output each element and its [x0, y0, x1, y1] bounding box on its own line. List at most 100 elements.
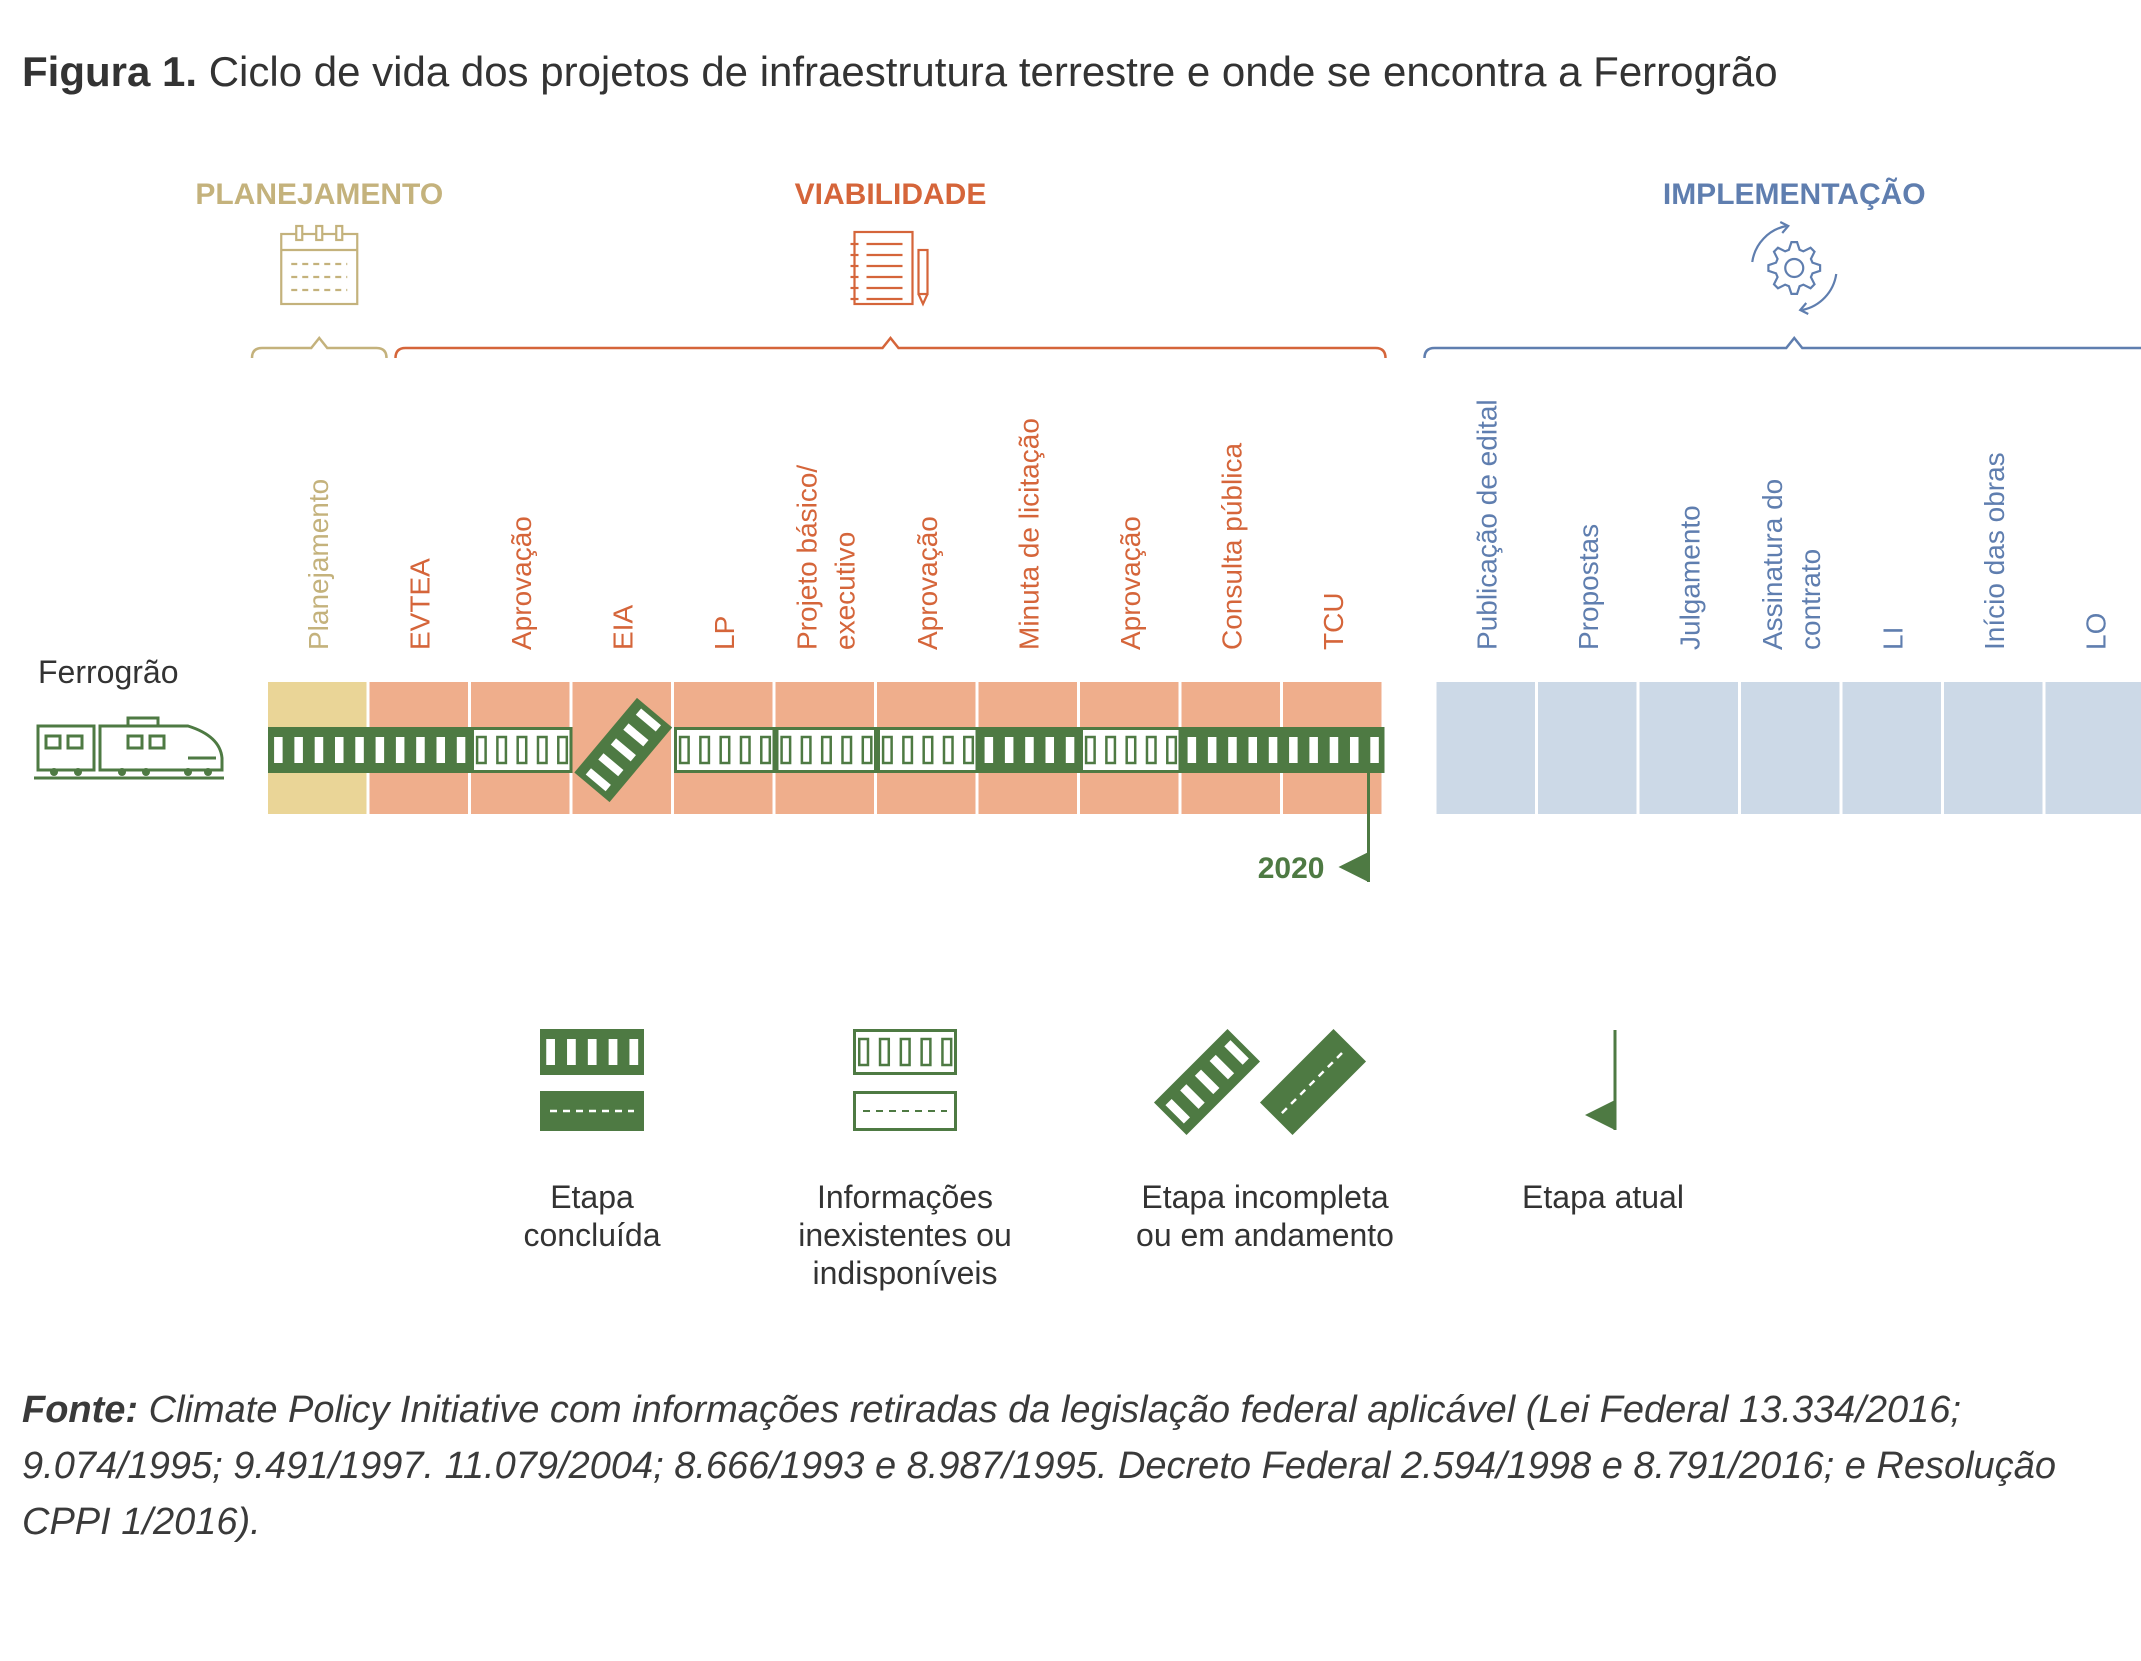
rail-tie	[635, 708, 662, 732]
source-note: Fonte: Climate Policy Initiative com inf…	[22, 1382, 2112, 1550]
rail-tie	[780, 735, 792, 765]
current-stage-marker: 2020	[1258, 727, 1370, 885]
legend-label: Etapa	[550, 1179, 634, 1215]
legend-item-atual: Etapa atual	[1522, 1030, 1684, 1215]
rail-tie	[629, 1039, 639, 1065]
gear-outline	[1767, 241, 1822, 295]
stage-label: Aprovação	[912, 516, 943, 650]
stage-label: TCU	[1318, 592, 1349, 650]
stage-label: executivo	[829, 532, 860, 650]
stage-label: EVTEA	[404, 558, 435, 650]
rail-outline	[775, 727, 877, 773]
train-pantograph	[126, 716, 160, 728]
legend-symbol-road	[853, 1091, 957, 1131]
rail-tie	[1125, 735, 1137, 765]
gear-cycle-icon	[1751, 221, 1838, 315]
stage-label: Publicação de edital	[1471, 399, 1502, 650]
legend-label: Etapa incompleta	[1141, 1179, 1388, 1215]
rail-segment-concluida	[1181, 727, 1283, 773]
legend-label: indisponíveis	[813, 1255, 998, 1291]
rail-segment-inexistente	[775, 727, 877, 773]
figure-caption: Ciclo de vida dos projetos de infraestru…	[208, 48, 1778, 95]
rail-tie	[436, 737, 446, 763]
rail-tie	[1329, 737, 1339, 763]
rail-tie	[475, 735, 487, 765]
train-icon	[34, 716, 224, 780]
rail-outline	[853, 1029, 957, 1075]
rail-tie	[984, 737, 994, 763]
rail-outline	[674, 727, 776, 773]
rail-track	[268, 697, 1385, 803]
train-wheel	[74, 768, 82, 776]
rail-tie	[899, 1037, 911, 1067]
rail-tie	[598, 753, 624, 777]
rail-tie	[760, 735, 772, 765]
rail-segment-concluida	[978, 727, 1080, 773]
legend-label: Etapa atual	[1522, 1179, 1684, 1215]
stage-label: Início das obras	[1979, 452, 2010, 650]
figure-number: Figura 1.	[22, 48, 198, 95]
stage-label: LI	[1877, 627, 1908, 650]
source-label: Fonte:	[22, 1389, 139, 1431]
rail-tie	[1187, 737, 1197, 763]
stage-label: Planejamento	[303, 479, 334, 650]
rail-tie	[355, 737, 364, 763]
rail-tie	[920, 1037, 932, 1067]
rail-tie	[416, 737, 425, 763]
rail-outline	[877, 727, 979, 773]
rail-tie	[1004, 737, 1014, 763]
rail-outline	[471, 727, 573, 773]
legend-symbol-road	[540, 1091, 644, 1131]
rail-segment-inexistente	[674, 727, 776, 773]
project-label: Ferrogrão	[38, 654, 179, 690]
stage-label: EIA	[607, 605, 638, 650]
project-label-group: Ferrogrão	[34, 654, 224, 780]
rail-tie	[963, 735, 975, 765]
rail-segment-incompleta	[574, 697, 673, 803]
stage-label: Aprovação	[506, 516, 537, 650]
rail-tie	[942, 735, 954, 765]
rail-tie	[623, 723, 649, 747]
rail-segment-concluida	[268, 727, 370, 773]
stage-cell	[1436, 682, 1535, 814]
legend-symbol-rail	[853, 1029, 957, 1075]
legend-label: ou em andamento	[1136, 1217, 1394, 1253]
phase-heading: PLANEJAMENTO	[195, 178, 443, 211]
source-text: Climate Policy Initiative com informaçõe…	[22, 1389, 2056, 1543]
rail-tie	[902, 735, 914, 765]
legend-symbol-rail-tilted	[1153, 1028, 1261, 1136]
rail-tie	[878, 1037, 891, 1067]
rail-tie	[395, 737, 405, 763]
train-wheel	[204, 768, 212, 776]
rail-tie	[719, 735, 731, 765]
stage-label: LP	[709, 616, 740, 650]
rail-tie	[678, 735, 690, 765]
stage-cell	[1538, 682, 1637, 814]
train-wheel	[142, 768, 150, 776]
train-wheel	[118, 768, 126, 776]
rail-segment-inexistente	[471, 727, 573, 773]
stage-label: Aprovação	[1115, 516, 1146, 650]
rail-tie	[1268, 737, 1278, 763]
pen-tip	[917, 293, 929, 307]
legend-marker-flag	[1585, 1100, 1615, 1130]
legend-label: inexistentes ou	[798, 1217, 1011, 1253]
stage-label: Projeto básico/	[791, 465, 822, 650]
phase-bracket	[394, 335, 1387, 359]
stage-cell	[1944, 682, 2043, 814]
cycle-arrowhead	[1779, 221, 1791, 234]
rail-tie	[546, 1039, 555, 1065]
rail-tie	[557, 735, 569, 765]
train-locomotive	[98, 724, 224, 772]
cycle-arrow	[1802, 273, 1838, 312]
calendar-frame	[280, 232, 359, 306]
calendar-ring	[295, 224, 304, 242]
rail-tie	[1228, 737, 1237, 763]
stage-label: contrato	[1795, 549, 1826, 650]
rail-tie	[1209, 1054, 1235, 1080]
train-window	[44, 734, 62, 750]
pen-body	[917, 248, 929, 296]
phase-bracket	[250, 335, 388, 359]
